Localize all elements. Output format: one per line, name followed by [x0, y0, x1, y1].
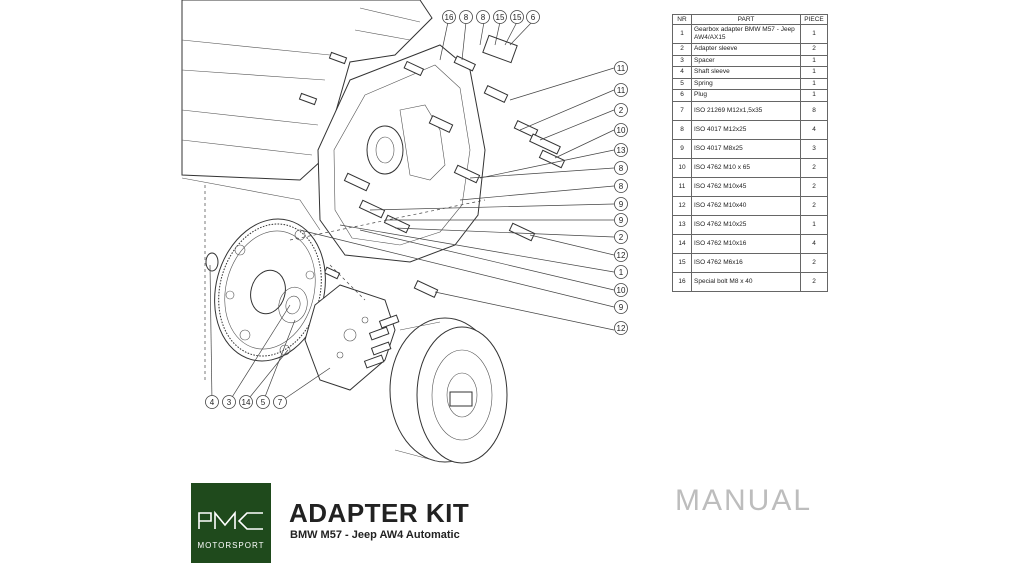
svg-text:10: 10: [617, 126, 626, 135]
callout-right-1: 11: [614, 61, 628, 75]
callout-right-11: 12: [614, 248, 628, 262]
svg-text:9: 9: [619, 303, 624, 312]
svg-text:5: 5: [261, 398, 266, 407]
callout-right-6: 8: [614, 161, 628, 175]
callout-top-4: 15: [493, 10, 507, 24]
callout-bottom-4: 5: [256, 395, 270, 409]
callout-right-9: 9: [614, 213, 628, 227]
callout-top-6: 6: [526, 10, 540, 24]
flexplate: [205, 218, 326, 362]
header-nr: NR: [672, 14, 692, 25]
svg-text:8: 8: [464, 13, 469, 22]
torque-converter: [389, 317, 508, 464]
fastener-bolts: [298, 34, 566, 298]
svg-text:11: 11: [617, 86, 626, 95]
callout-right-7: 8: [614, 179, 628, 193]
pmc-motorsport-logo: MOTORSPORT: [191, 483, 271, 563]
svg-text:12: 12: [617, 324, 626, 333]
callout-right-14: 9: [614, 300, 628, 314]
svg-text:2: 2: [619, 106, 624, 115]
pmc-logo-mark-icon: [198, 510, 263, 530]
callout-right-2: 11: [614, 83, 628, 97]
callout-right-8: 9: [614, 197, 628, 211]
svg-text:16: 16: [445, 13, 454, 22]
callout-top-2: 8: [459, 10, 473, 24]
callout-right-13: 10: [614, 283, 628, 297]
svg-text:9: 9: [619, 216, 624, 225]
svg-text:8: 8: [619, 164, 624, 173]
callout-top-5: 15: [510, 10, 524, 24]
svg-text:3: 3: [227, 398, 232, 407]
callout-bottom-3: 14: [239, 395, 253, 409]
svg-text:11: 11: [617, 64, 626, 73]
callout-bottom-2: 3: [222, 395, 236, 409]
callout-bottom-1: 4: [205, 395, 219, 409]
callout-right-10: 2: [614, 230, 628, 244]
svg-text:1: 1: [619, 268, 624, 277]
callout-right-12: 1: [614, 265, 628, 279]
svg-text:15: 15: [513, 13, 522, 22]
callout-right-5: 13: [614, 143, 628, 157]
svg-text:6: 6: [531, 13, 536, 22]
svg-text:14: 14: [242, 398, 251, 407]
callout-right-4: 10: [614, 123, 628, 137]
parts-table-header: NR PART PIECE: [672, 14, 828, 25]
manual-label: MANUAL: [675, 484, 813, 517]
kit-subtitle: BMW M57 - Jeep AW4 Automatic: [290, 529, 460, 541]
svg-text:10: 10: [617, 286, 626, 295]
spacer-plate: [304, 284, 400, 391]
header-part: PART: [691, 14, 801, 25]
svg-text:13: 13: [617, 146, 626, 155]
callout-bottom-5: 7: [273, 395, 287, 409]
svg-text:2: 2: [619, 233, 624, 242]
svg-text:7: 7: [278, 398, 283, 407]
svg-text:9: 9: [619, 200, 624, 209]
svg-text:8: 8: [481, 13, 486, 22]
engine-block: [181, 0, 433, 380]
svg-text:8: 8: [619, 182, 624, 191]
callout-top-3: 8: [476, 10, 490, 24]
svg-text:12: 12: [617, 251, 626, 260]
svg-text:15: 15: [496, 13, 505, 22]
kit-title: ADAPTER KIT: [289, 498, 470, 528]
callout-top-1: 16: [442, 10, 456, 24]
callout-right-15: 12: [614, 321, 628, 335]
svg-text:4: 4: [210, 398, 215, 407]
header-piece: PIECE: [800, 14, 828, 25]
callout-right-3: 2: [614, 103, 628, 117]
logo-text: MOTORSPORT: [197, 541, 265, 550]
leader-lines: [209, 21, 615, 403]
